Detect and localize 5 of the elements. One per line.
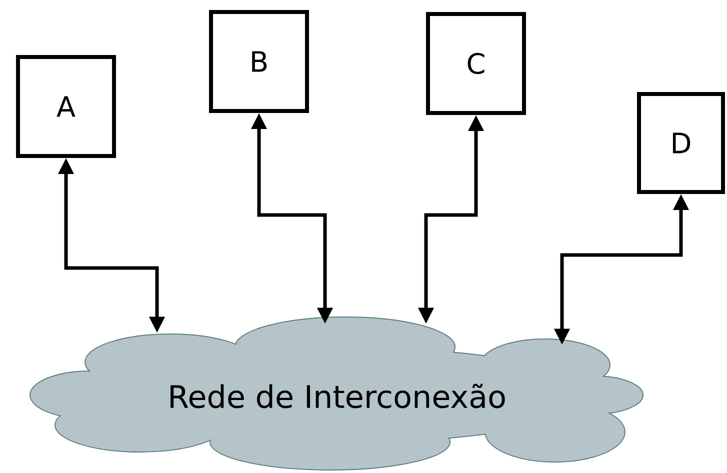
cloud: Rede de Interconexão	[30, 316, 644, 470]
box: B	[209, 10, 309, 113]
box: C	[426, 12, 526, 115]
box: D	[637, 92, 725, 194]
box: A	[16, 55, 116, 158]
